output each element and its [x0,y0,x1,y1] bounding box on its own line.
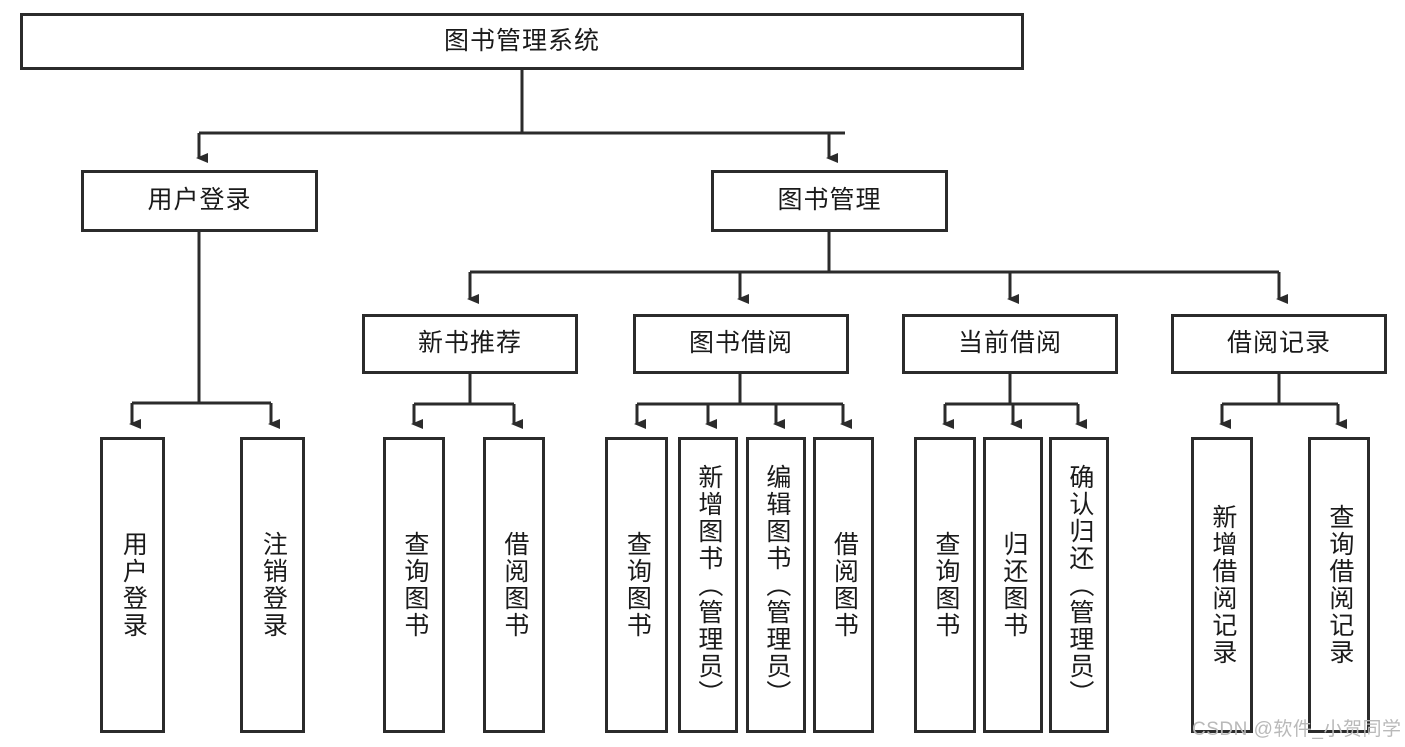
node-label: 图书借阅 [688,329,793,358]
leaf-return-books[interactable]: 归还图书 [983,437,1043,733]
node-label: 新增借阅记录 [1208,504,1237,666]
leaf-edit-book-admin[interactable]: 编辑图书（管理员） [746,437,806,733]
node-label: 当前借阅 [957,329,1062,358]
node-user-login[interactable]: 用户登录 [81,170,318,232]
leaf-query-books-borrowing[interactable]: 查询图书 [605,437,668,733]
node-book-management[interactable]: 图书管理 [711,170,948,232]
node-current-borrowing[interactable]: 当前借阅 [902,314,1118,374]
node-new-book-recommendation[interactable]: 新书推荐 [362,314,578,374]
node-borrow-records[interactable]: 借阅记录 [1171,314,1387,374]
node-label: 借阅图书 [830,531,859,639]
node-label: 注销登录 [259,531,288,639]
node-label: 用户登录 [147,186,252,215]
node-label: 归还图书 [999,531,1028,639]
node-label: 图书管理 [777,186,882,215]
leaf-borrow-books-borrowing[interactable]: 借阅图书 [813,437,874,733]
leaf-add-borrow-record[interactable]: 新增借阅记录 [1191,437,1253,733]
csdn-watermark: CSDN @软件_小贺同学 [1192,719,1402,740]
leaf-logout[interactable]: 注销登录 [240,437,305,733]
node-label: 图书管理系统 [443,26,600,55]
node-book-borrowing[interactable]: 图书借阅 [633,314,849,374]
leaf-confirm-return-admin[interactable]: 确认归还（管理员） [1049,437,1109,733]
leaf-borrow-books-recommendation[interactable]: 借阅图书 [483,437,545,733]
node-label: 借阅图书 [500,531,529,639]
leaf-query-books-current[interactable]: 查询图书 [914,437,976,733]
node-label: 查询图书 [400,531,429,639]
node-label: 查询图书 [931,531,960,639]
leaf-user-login[interactable]: 用户登录 [100,437,165,733]
node-label: 查询借阅记录 [1325,504,1354,666]
node-label: 新增图书（管理员） [694,463,723,707]
node-label: 借阅记录 [1226,329,1331,358]
leaf-query-books-recommendation[interactable]: 查询图书 [383,437,445,733]
node-label: 确认归还（管理员） [1065,463,1094,707]
node-label: 查询图书 [623,531,652,639]
node-label: 编辑图书（管理员） [762,463,791,707]
node-label: 新书推荐 [417,329,522,358]
node-label: 用户登录 [119,531,148,639]
node-root-book-management-system[interactable]: 图书管理系统 [20,13,1024,70]
leaf-add-book-admin[interactable]: 新增图书（管理员） [678,437,738,733]
leaf-query-borrow-record[interactable]: 查询借阅记录 [1308,437,1370,733]
